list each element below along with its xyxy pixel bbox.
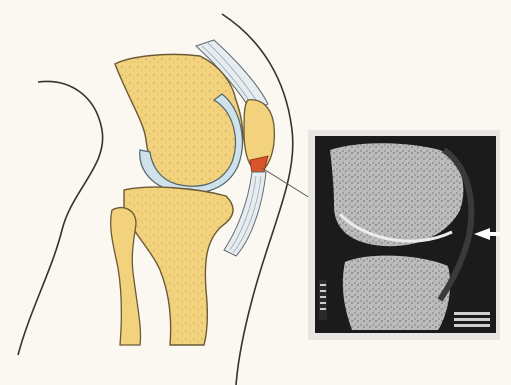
- mri-corner-annotation: [454, 312, 490, 327]
- mri-tibia: [343, 256, 450, 330]
- pointer-line: [262, 168, 310, 198]
- mri-scan: [308, 130, 500, 340]
- mri-side-annotation: [319, 280, 327, 320]
- fibula: [111, 208, 141, 345]
- posterior-skin-line: [18, 81, 103, 355]
